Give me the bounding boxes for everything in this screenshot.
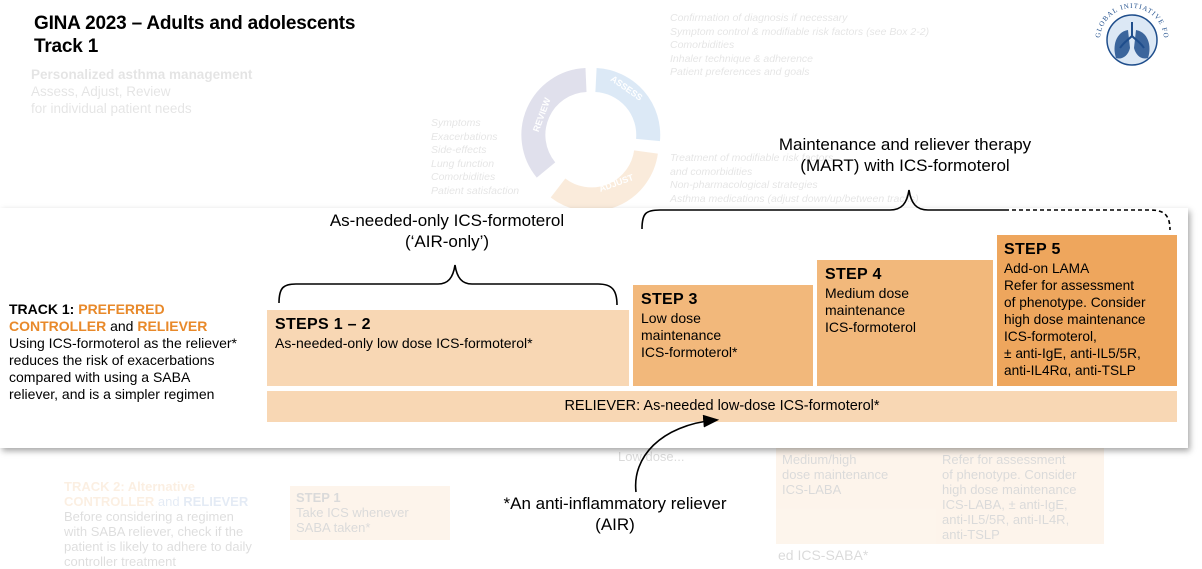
adjust-list: Treatment of modifiable risk factors and… bbox=[670, 152, 919, 205]
air-arrow bbox=[634, 414, 720, 493]
track2-step4: Medium/high dose maintenance ICS-LABA bbox=[776, 448, 936, 544]
step-3-box: STEP 3 Low dose maintenance ICS-formoter… bbox=[633, 285, 813, 386]
reliever-bar: RELIEVER: As-needed low-dose ICS-formote… bbox=[267, 391, 1177, 422]
step-5-box: STEP 5 Add-on LAMA Refer for assessment … bbox=[997, 235, 1177, 386]
track2-step2-partial: Low dose... bbox=[618, 449, 685, 464]
mart-brace-dashed bbox=[1005, 209, 1171, 231]
steps-1-2-box: STEPS 1 – 2 As-needed-only low dose ICS-… bbox=[267, 310, 629, 386]
cycle-intro: Personalized asthma management Assess, A… bbox=[31, 67, 253, 116]
track2-step5: Refer for assessment of phenotype. Consi… bbox=[936, 448, 1104, 544]
track1-description: TRACK 1: PREFERRED CONTROLLER and RELIEV… bbox=[9, 301, 237, 402]
track2-step1: STEP 1 Take ICS whenever SABA taken* bbox=[290, 486, 450, 540]
assess-list: Confirmation of diagnosis if necessary S… bbox=[670, 12, 930, 78]
gina-logo: GLOBAL INITIATIVE FOR ASTHMA bbox=[1090, 0, 1169, 66]
cycle-arrows: REVIEW ASSESS ADJUST bbox=[521, 68, 661, 210]
step-4-box: STEP 4 Medium dose maintenance ICS-formo… bbox=[817, 260, 993, 386]
air-only-brace bbox=[278, 264, 618, 306]
air-only-label: As-needed-only ICS-formoterol (‘AIR-only… bbox=[329, 211, 565, 251]
mart-label: Maintenance and reliever therapy (MART) … bbox=[778, 135, 1032, 175]
page-title: GINA 2023 – Adults and adolescents Track… bbox=[34, 13, 356, 57]
track2-reliever-partial: ed ICS-SABA* bbox=[778, 547, 869, 563]
anti-inflammatory-label: *An anti-inflammatory reliever (AIR) bbox=[503, 494, 727, 534]
mart-brace bbox=[641, 189, 1005, 230]
review-list: Symptoms Exacerbations Side-effects Lung… bbox=[431, 117, 520, 197]
track2-description: TRACK 2: Alternative CONTROLLER and RELI… bbox=[64, 479, 252, 569]
